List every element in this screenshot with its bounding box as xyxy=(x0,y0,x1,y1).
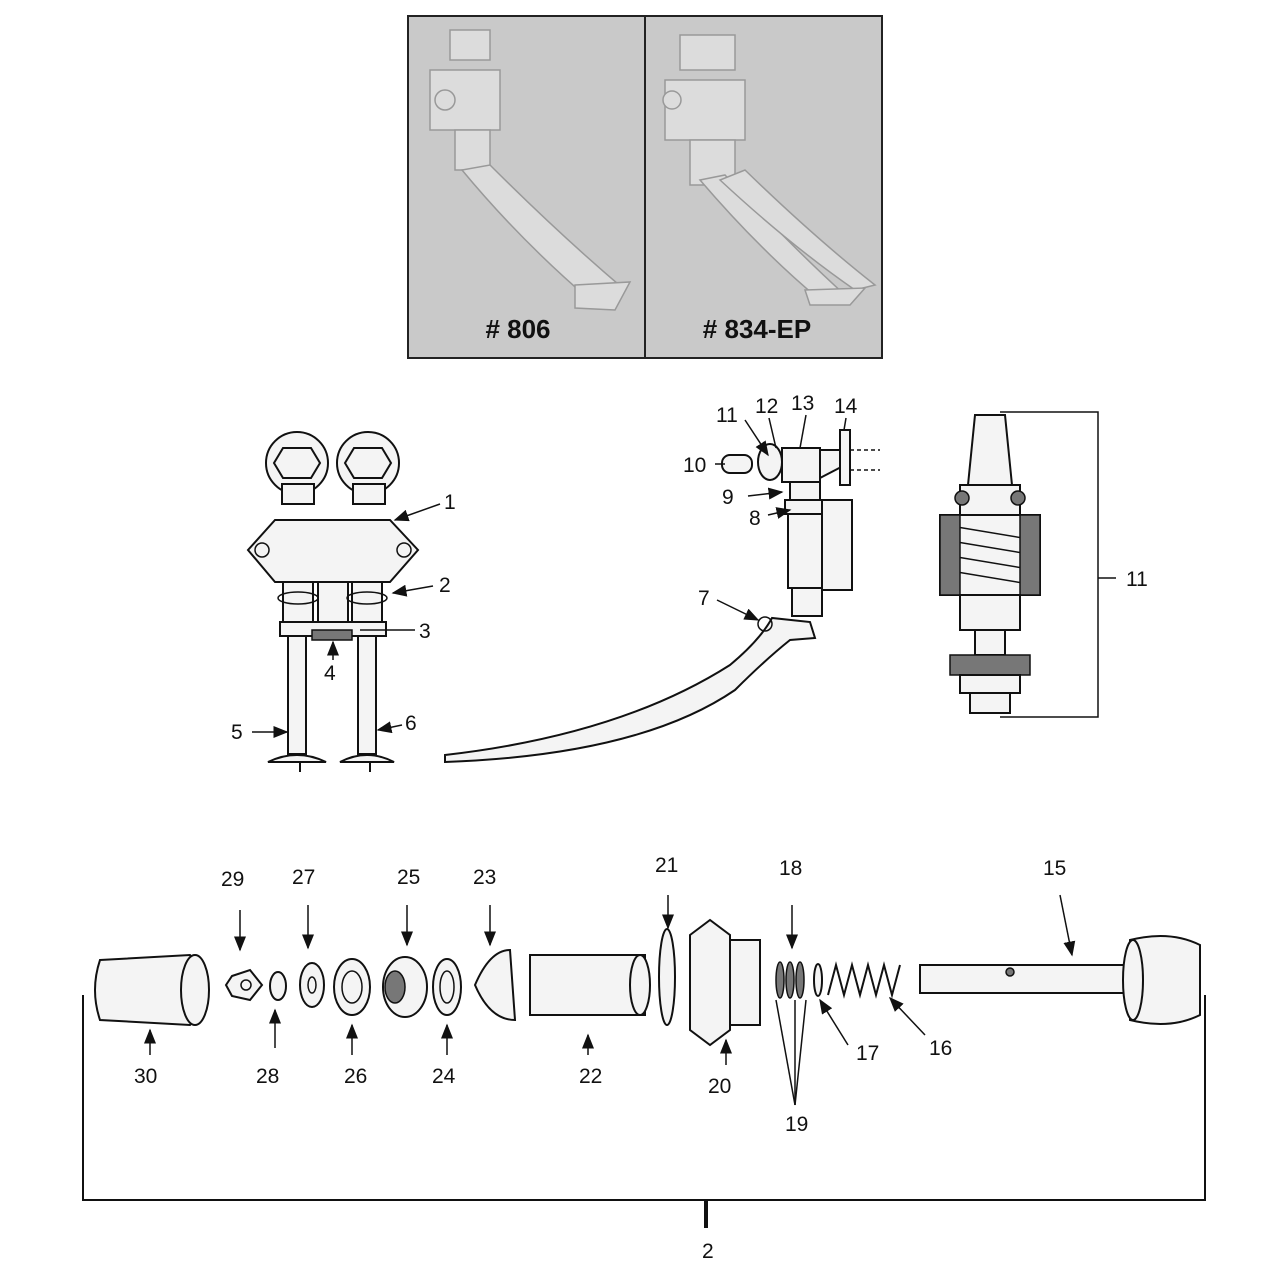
label-5: 5 xyxy=(231,721,243,744)
label-4: 4 xyxy=(324,662,336,685)
callout-leaders xyxy=(144,414,1076,1106)
label-19: 19 xyxy=(785,1113,808,1136)
label-26: 26 xyxy=(344,1065,367,1088)
label-1: 1 xyxy=(444,491,456,514)
valve-806-photo xyxy=(429,29,632,311)
svg-text:# 834-EP: # 834-EP xyxy=(703,314,811,344)
label-22: 22 xyxy=(579,1065,602,1088)
label-23: 23 xyxy=(473,866,496,889)
valve-834-ep-photo xyxy=(662,34,877,306)
label-14: 14 xyxy=(834,395,858,418)
side-view-assembly xyxy=(444,429,880,764)
label-21: 21 xyxy=(655,854,678,877)
label-25: 25 xyxy=(397,866,420,889)
label-16: 16 xyxy=(929,1037,952,1060)
label-6: 6 xyxy=(405,712,417,735)
photo-panel: # 806 # 834-EP xyxy=(407,15,883,359)
label-10: 10 xyxy=(683,454,706,477)
label-7: 7 xyxy=(698,587,710,610)
label-12: 12 xyxy=(755,395,778,418)
label-15: 15 xyxy=(1043,857,1066,880)
label-13: 13 xyxy=(791,392,814,415)
label-30: 30 xyxy=(134,1065,157,1088)
label-20: 20 xyxy=(708,1075,731,1098)
part-labels: 1 2 3 4 5 6 7 8 9 10 11 12 13 14 11 29 2… xyxy=(134,392,1148,1263)
caption-806: # 806 xyxy=(485,314,550,344)
cartridge-cross-section xyxy=(939,411,1116,718)
label-11: 11 xyxy=(716,404,738,427)
label-2-assembly: 2 xyxy=(702,1240,714,1263)
svg-text:# 806: # 806 xyxy=(485,314,550,344)
caption-834-ep: # 834-EP xyxy=(703,314,811,344)
label-11-cartridge: 11 xyxy=(1126,568,1148,591)
label-8: 8 xyxy=(749,507,761,530)
exploded-view xyxy=(82,918,1206,1228)
label-3: 3 xyxy=(419,620,431,643)
label-9: 9 xyxy=(722,486,734,509)
label-24: 24 xyxy=(432,1065,456,1088)
label-27: 27 xyxy=(292,866,315,889)
label-17: 17 xyxy=(856,1042,879,1065)
label-28: 28 xyxy=(256,1065,279,1088)
label-18: 18 xyxy=(779,857,802,880)
label-2: 2 xyxy=(439,574,451,597)
label-29: 29 xyxy=(221,868,244,891)
front-view-assembly xyxy=(246,431,420,772)
